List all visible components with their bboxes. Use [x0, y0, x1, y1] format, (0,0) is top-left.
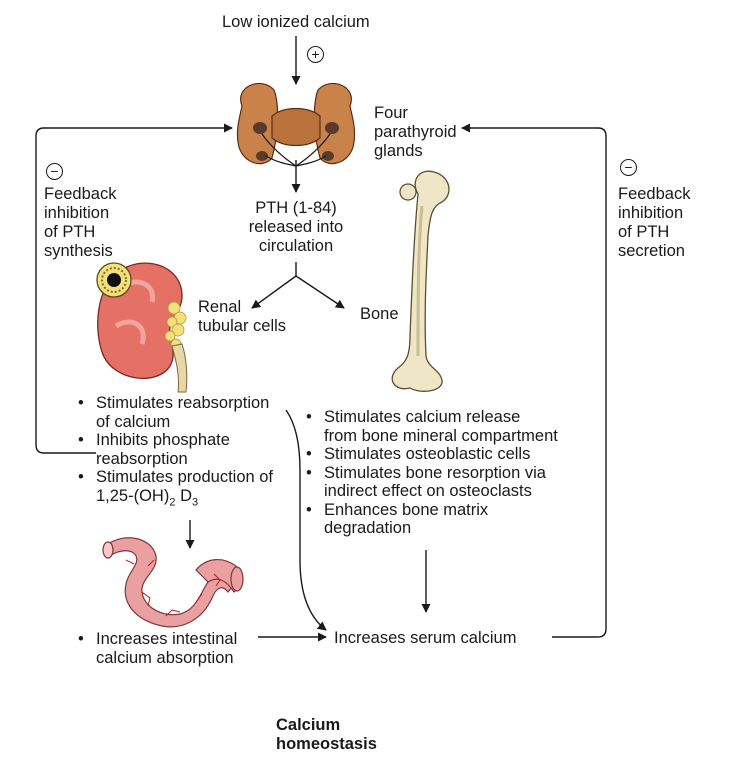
bone-effects-list: •Stimulates calcium release from bone mi… — [306, 408, 558, 538]
figure-caption: Calcium homeostasis — [276, 716, 377, 753]
parathyroid-glands-label: Four parathyroid glands — [374, 104, 457, 160]
renal-tubular-cells-label: Renal tubular cells — [198, 298, 287, 335]
feedback-secretion-label: Feedback inhibition of PTH secretion — [618, 185, 691, 260]
renal-effects-list: •Stimulates reabsorption of calcium •Inh… — [78, 394, 273, 511]
pth-to-bone-arrow — [295, 275, 345, 309]
parathyroid-glands-icon — [236, 82, 356, 167]
list-item: •Stimulates calcium release from bone mi… — [306, 408, 558, 445]
right-inhibition-minus-sign: − — [620, 159, 637, 176]
vitamin-d-formula: 1,25-(OH)2 D3 — [96, 486, 199, 508]
list-item: •Inhibits phosphate reabsorption — [78, 431, 230, 468]
kidney-icon — [96, 262, 188, 393]
list-item: •Stimulates reabsorption of calcium — [78, 394, 270, 431]
list-item: •Stimulates bone resorption via indirect… — [306, 463, 546, 501]
list-item: •Increases intestinal calcium absorption — [78, 630, 238, 667]
bone-label: Bone — [360, 305, 399, 323]
intestine-icon — [102, 537, 244, 628]
renal-to-serum-arrow — [285, 409, 327, 631]
serum-calcium-outcome: Increases serum calcium — [334, 629, 517, 647]
stimulation-plus-sign: + — [307, 46, 324, 63]
left-feedback-loop — [35, 123, 233, 454]
list-item: •Stimulates osteoblastic cells — [306, 445, 531, 463]
feedback-synthesis-label: Feedback inhibition of PTH synthesis — [44, 185, 117, 260]
left-inhibition-minus-sign: − — [46, 163, 63, 180]
pth-release-label: PTH (1-84) released into circulation — [248, 199, 344, 255]
right-feedback-loop — [461, 123, 607, 638]
list-item: •Stimulates production of — [78, 468, 274, 486]
trigger-label: Low ionized calcium — [222, 13, 370, 31]
pth-to-renal-arrow — [251, 275, 297, 309]
list-item: •Enhances bone matrix degradation — [306, 500, 489, 538]
intestine-effect-list: •Increases intestinal calcium absorption — [78, 630, 237, 667]
femur-bone-icon — [391, 170, 450, 392]
